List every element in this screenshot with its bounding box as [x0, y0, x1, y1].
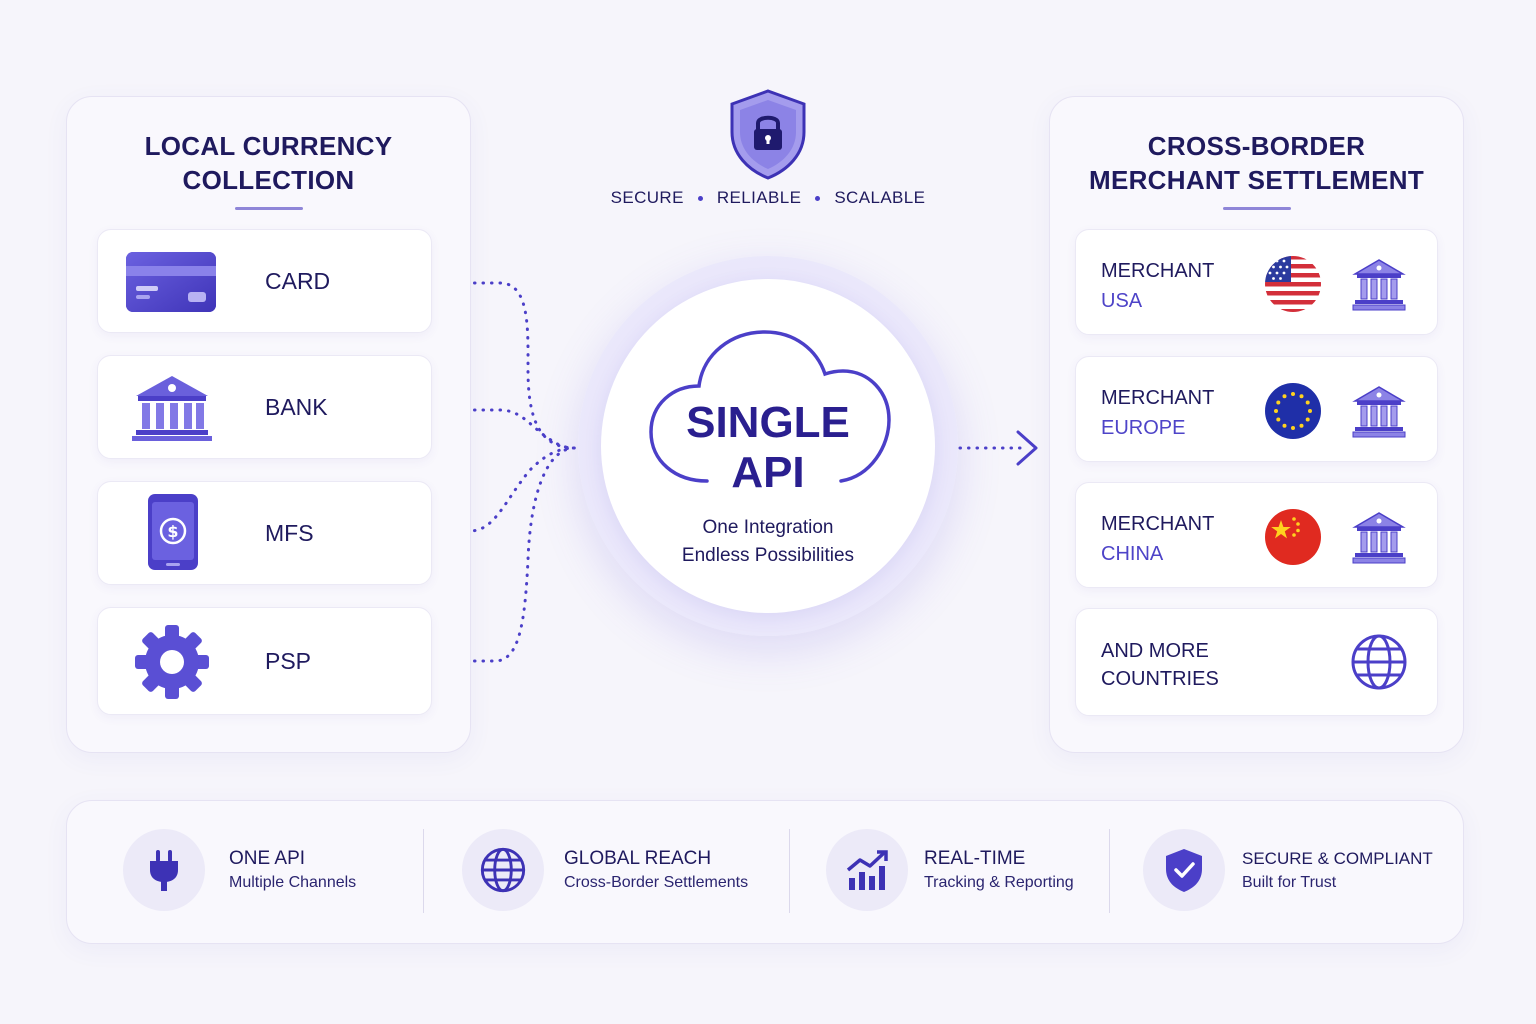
hub-title: SINGLE API	[686, 398, 850, 497]
tagline-secure: SECURE	[610, 188, 684, 207]
collection-item-mfs[interactable]: $ MFS	[97, 481, 432, 585]
feature-divider	[1109, 829, 1110, 913]
feature-title: ONE API	[229, 848, 306, 869]
feature-subtitle: Built for Trust	[1242, 874, 1337, 891]
merchant-item-china[interactable]: MERCHANT CHINA	[1075, 482, 1438, 588]
merchant-country: USA	[1101, 290, 1143, 312]
merchant-country: EUROPE	[1101, 417, 1186, 439]
merchant-item-more-countries[interactable]: AND MORE COUNTRIES	[1075, 608, 1438, 716]
merchant-label: MERCHANT	[1101, 387, 1215, 409]
collection-item-bank[interactable]: BANK	[97, 355, 432, 459]
psp-label: PSP	[265, 647, 312, 674]
feature-title: SECURE & COMPLIANT	[1242, 849, 1433, 868]
features-bar: ONE API Multiple Channels GLOBAL REACH C…	[66, 800, 1464, 944]
growth-chart-icon	[826, 829, 908, 911]
svg-text:$: $	[167, 522, 178, 541]
china-flag-icon	[1265, 509, 1321, 565]
plug-icon	[123, 829, 205, 911]
tagline: SECURE RELIABLE SCALABLE	[600, 188, 936, 208]
credit-card-icon	[126, 252, 216, 312]
feature-title: REAL-TIME	[924, 848, 1026, 869]
merchant-item-usa[interactable]: MERCHANT USA	[1075, 229, 1438, 335]
tagline-reliable: RELIABLE	[716, 188, 802, 207]
cloud-icon	[649, 330, 891, 483]
more-countries-line2: COUNTRIES	[1101, 668, 1219, 690]
collection-item-card[interactable]: CARD	[97, 229, 432, 333]
feature-subtitle: Cross-Border Settlements	[564, 874, 749, 891]
merchant-label: MERCHANT	[1101, 513, 1215, 535]
globe-icon	[1351, 634, 1407, 690]
lock-shield-icon	[730, 89, 806, 180]
feature-divider	[789, 829, 790, 913]
tagline-scalable: SCALABLE	[834, 188, 926, 207]
output-arrow-icon	[1016, 430, 1038, 466]
merchant-label: MERCHANT	[1101, 260, 1215, 282]
shield-check-icon	[1143, 829, 1225, 911]
globe-icon	[462, 829, 544, 911]
bank-icon	[1352, 259, 1406, 311]
left-title-divider	[234, 207, 303, 210]
gear-icon	[135, 625, 209, 699]
eu-flag-icon	[1265, 383, 1321, 439]
hub-subtitle: One Integration Endless Possibilities	[681, 517, 855, 566]
bank-icon	[1352, 386, 1406, 438]
right-panel-title: CROSS-BORDER MERCHANT SETTLEMENT	[1088, 131, 1425, 195]
feature-divider	[423, 829, 424, 913]
tagline-separator	[815, 195, 821, 201]
card-label: CARD	[265, 267, 331, 294]
tagline-separator	[697, 195, 703, 201]
feature-title: GLOBAL REACH	[564, 848, 712, 869]
feature-subtitle: Multiple Channels	[229, 874, 357, 891]
more-countries-line1: AND MORE	[1101, 640, 1209, 662]
usa-flag-icon	[1265, 256, 1321, 312]
local-currency-collection-panel: LOCAL CURRENCY COLLECTION CARD BANK	[66, 96, 471, 753]
right-title-divider	[1222, 207, 1291, 210]
merchant-settlement-panel: CROSS-BORDER MERCHANT SETTLEMENT MERCHAN…	[1049, 96, 1464, 753]
bank-icon	[1352, 512, 1406, 564]
mfs-label: MFS	[265, 519, 314, 546]
bank-icon	[132, 376, 212, 441]
merchant-country: CHINA	[1101, 543, 1164, 565]
bank-label: BANK	[265, 393, 328, 420]
mobile-payment-icon: $	[148, 494, 198, 570]
collection-item-psp[interactable]: PSP	[97, 607, 432, 715]
feature-subtitle: Tracking & Reporting	[924, 874, 1074, 891]
merchant-item-europe[interactable]: MERCHANT EUROPE	[1075, 356, 1438, 462]
left-panel-title: LOCAL CURRENCY COLLECTION	[144, 131, 393, 195]
single-api-hub[interactable]	[601, 279, 935, 613]
